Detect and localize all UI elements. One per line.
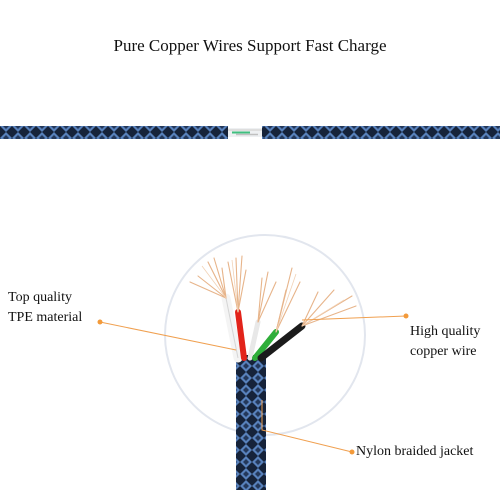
tpe-leader	[99, 321, 237, 351]
tpe-material-label: Top quality TPE material	[8, 288, 82, 328]
copper-strands	[189, 255, 357, 333]
copper-leader-dot	[403, 313, 409, 319]
headline: Pure Copper Wires Support Fast Charge	[113, 36, 387, 55]
green-conductor	[252, 329, 279, 361]
insulated-conductors	[221, 293, 306, 363]
white-conductor	[247, 319, 261, 361]
exposed-wires-section	[228, 128, 262, 137]
black-conductor	[257, 322, 306, 362]
copper-wire-label: High quality copper wire	[410, 322, 480, 362]
jacket-leader-dot	[349, 449, 355, 455]
cable-right-segment	[262, 126, 500, 139]
copper-label-line2: copper wire	[410, 344, 477, 359]
nylon-jacket-label: Nylon braided jacket	[356, 444, 474, 459]
cable-jacket	[236, 355, 266, 490]
cable-left-segment	[0, 126, 228, 139]
copper-leader	[301, 315, 407, 321]
leader-lines	[99, 315, 407, 453]
red-conductor	[235, 309, 247, 361]
jacket-leader	[261, 400, 353, 453]
horizontal-cable	[0, 126, 500, 139]
tpe-label-line1: Top quality	[8, 290, 72, 305]
tpe-label-line2: TPE material	[8, 310, 83, 325]
vertical-cable	[236, 355, 266, 490]
copper-label-line1: High quality	[410, 324, 481, 339]
tpe-leader-dot	[97, 319, 103, 325]
